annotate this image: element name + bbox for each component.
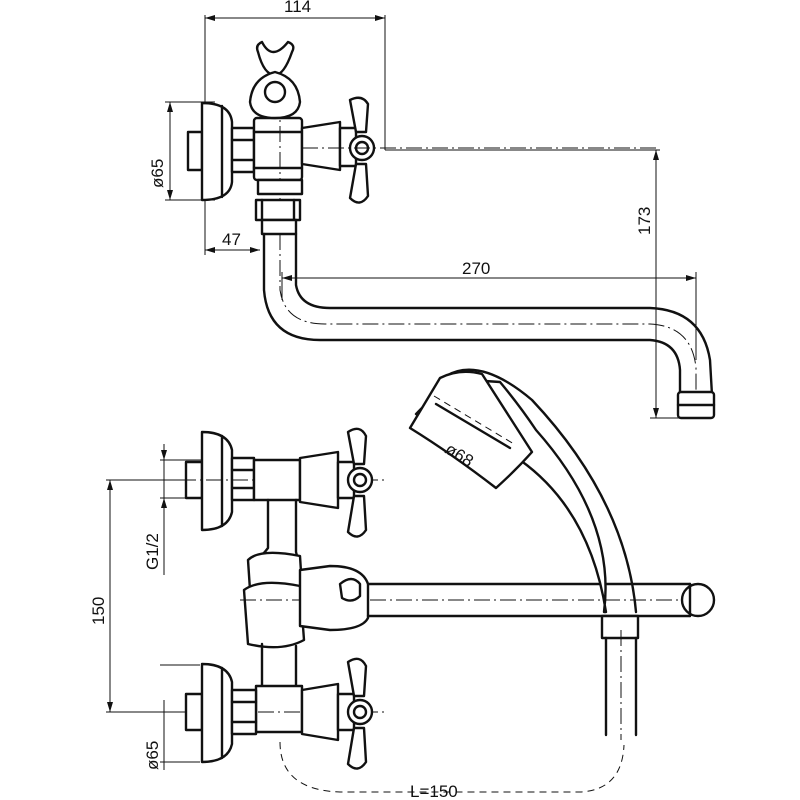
top-view: 114 ø65 (148, 0, 716, 420)
dim-top-width: 114 (284, 0, 311, 16)
dim-bottom-dia: ø65 (143, 741, 162, 770)
dim-thread: G1/2 (143, 533, 162, 570)
dim-top-offset: 47 (222, 230, 241, 249)
dim-center-distance: 150 (89, 597, 108, 625)
dim-spout-height: 173 (635, 207, 654, 235)
front-view: G1/2 150 (89, 368, 716, 800)
dim-hose-length: L=150 (410, 782, 458, 800)
dim-spout-length: 270 (462, 259, 490, 278)
dim-top-dia: ø65 (148, 159, 167, 188)
